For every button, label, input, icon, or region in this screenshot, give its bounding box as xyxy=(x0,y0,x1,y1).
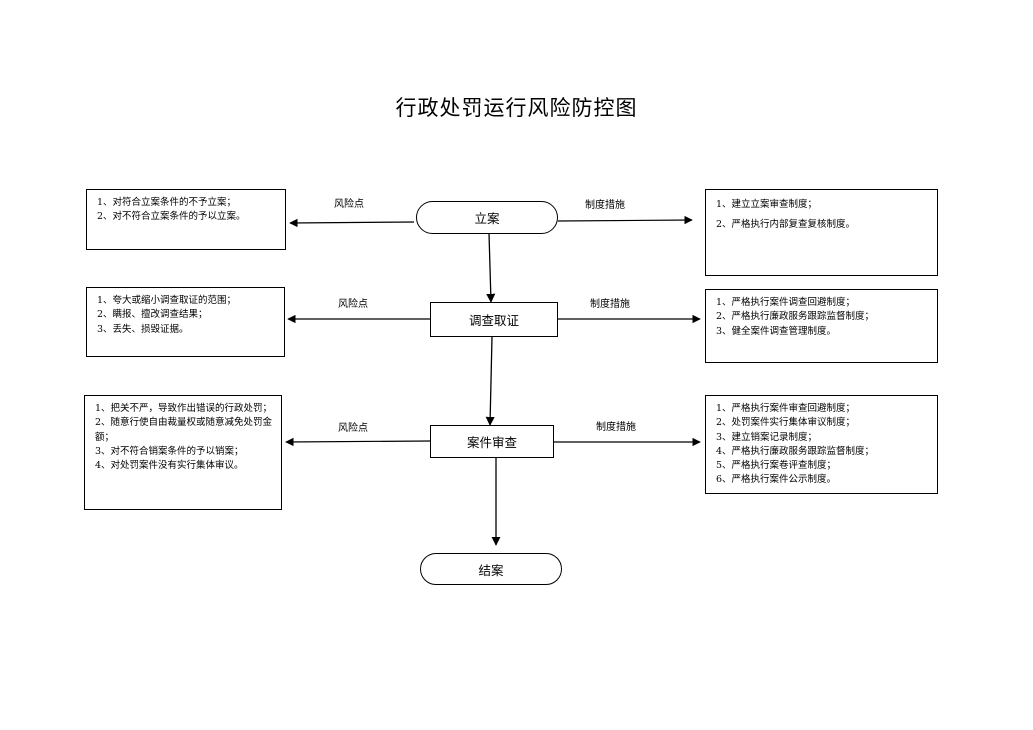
measure-label-3: 制度措施 xyxy=(596,422,636,433)
risk-item: 1、对符合立案条件的不予立案； xyxy=(97,197,237,208)
risk-label-3: 风险点 xyxy=(338,423,368,434)
measure-item: 2、处罚案件实行集体审议制度； xyxy=(716,417,856,429)
measure-item: 4、严格执行廉政服务跟踪监督制度； xyxy=(716,445,875,457)
risk-item: 1、把关不严，导致作出错误的行政处罚； xyxy=(95,403,273,414)
risk-item: 1、夸大或缩小调查取证的范围； xyxy=(97,295,237,306)
risk-item: 2、瞒报、擅改调查结果； xyxy=(97,309,208,321)
risk-label-1: 风险点 xyxy=(334,199,364,210)
risk-box-1: 1、对符合立案条件的不予立案； 2、对不符合立案条件的予以立案。 xyxy=(86,189,286,250)
measure-box-3: 1、严格执行案件审查回避制度； 2、处罚案件实行集体审议制度； 3、建立销案记录… xyxy=(705,395,938,494)
flow-arrow-2 xyxy=(485,336,495,426)
stage-node-filing: 立案 xyxy=(416,201,558,234)
measure-item: 2、严格执行内部复查复核制度。 xyxy=(716,219,856,231)
risk-label-2: 风险点 xyxy=(338,299,368,310)
risk-arrow-1 xyxy=(289,218,415,228)
flow-arrow-1 xyxy=(486,232,496,303)
stage-node-review: 案件审查 xyxy=(430,425,554,458)
measure-box-1: 1、建立立案审查制度； 2、严格执行内部复查复核制度。 xyxy=(705,189,938,276)
risk-item: 2、随意行使自由裁量权或随意减免处罚金额； xyxy=(95,417,273,443)
risk-item: 2、对不符合立案条件的予以立案。 xyxy=(97,211,246,223)
stage-node-investigation: 调查取证 xyxy=(430,302,558,337)
stage-node-close: 结案 xyxy=(420,553,562,585)
measure-item: 1、严格执行案件审查回避制度； xyxy=(716,403,856,414)
measure-item: 1、严格执行案件调查回避制度； xyxy=(716,297,856,308)
risk-item: 3、丢失、损毁证据。 xyxy=(97,323,189,335)
measure-item: 5、严格执行案卷评查制度； xyxy=(716,460,837,472)
measure-label-1: 制度措施 xyxy=(585,200,625,211)
measure-item: 3、建立销案记录制度； xyxy=(716,431,818,443)
measure-box-2: 1、严格执行案件调查回避制度； 2、严格执行廉政服务跟踪监督制度； 3、健全案件… xyxy=(705,289,938,363)
measure-item: 6、严格执行案件公示制度。 xyxy=(716,474,837,486)
measure-label-2: 制度措施 xyxy=(590,299,630,310)
risk-box-3: 1、把关不严，导致作出错误的行政处罚； 2、随意行使自由裁量权或随意减免处罚金额… xyxy=(84,395,282,510)
risk-arrow-3 xyxy=(285,437,431,447)
measure-item: 3、健全案件调查管理制度。 xyxy=(716,325,837,337)
risk-item: 4、对处罚案件没有实行集体审议。 xyxy=(95,460,244,472)
risk-item: 3、对不符合销案条件的予以销案； xyxy=(95,445,244,457)
diagram-title: 行政处罚运行风险防控图 xyxy=(395,96,638,120)
measure-item: 1、建立立案审查制度； xyxy=(716,199,818,210)
risk-box-2: 1、夸大或缩小调查取证的范围； 2、瞒报、擅改调查结果； 3、丢失、损毁证据。 xyxy=(86,287,285,357)
measure-arrow-1 xyxy=(557,215,693,225)
measure-item: 2、严格执行廉政服务跟踪监督制度； xyxy=(716,311,875,323)
